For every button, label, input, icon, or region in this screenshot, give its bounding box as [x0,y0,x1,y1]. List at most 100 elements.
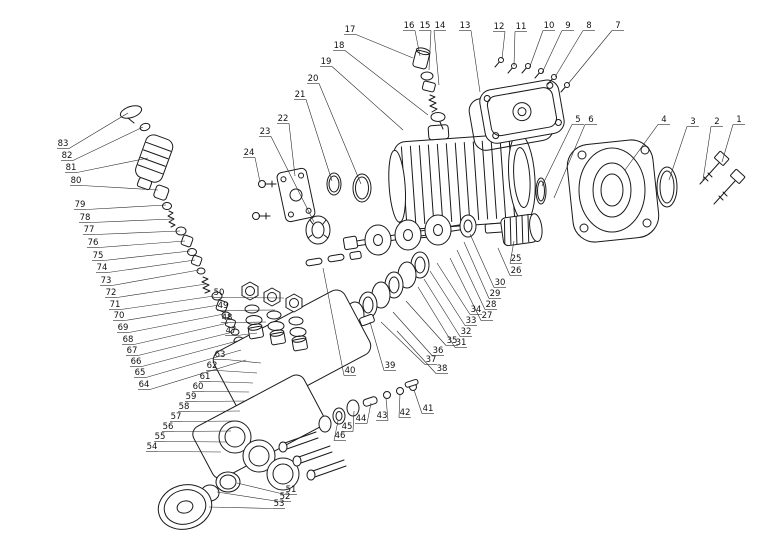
callout-80: 80 [71,176,82,186]
leader-line-8 [554,30,584,78]
leader-line-49 [228,309,276,311]
callout-20: 20 [308,74,319,84]
leader-line-4 [624,124,659,171]
callout-16: 16 [404,21,415,31]
leader-line-63 [225,359,262,364]
leader-line-75 [103,250,191,261]
callout-51: 51 [286,485,297,495]
manifold-block [192,289,372,491]
o-ring-small [326,172,342,196]
leader-line-51 [236,482,286,495]
callout-74: 74 [97,263,108,273]
leader-line-7 [567,30,613,85]
callout-60: 60 [193,382,204,392]
callout-81: 81 [66,163,77,173]
mounting-bolts [699,150,746,205]
callout-33: 33 [466,316,477,326]
callout-3: 3 [690,117,695,127]
leader-line-42 [398,393,401,418]
callout-32: 32 [461,327,472,337]
leader-line-73 [111,269,200,286]
end-cap-group [157,471,241,530]
leader-line-43 [385,397,389,421]
leader-line-18 [344,50,429,116]
callout-68: 68 [123,335,134,345]
retaining-ring [656,166,678,208]
leader-line-33 [429,270,466,326]
bearing-plate-group [252,167,372,245]
leader-line-80 [81,185,159,191]
leader-line-41 [413,389,423,414]
callout-25: 25 [511,254,522,264]
leader-line-15 [428,30,432,71]
leader-line-34 [436,262,471,315]
leader-line-61 [210,381,254,384]
callout-44: 44 [356,414,367,424]
leader-line-77 [94,230,181,235]
callout-9: 9 [565,21,570,31]
leader-line-65 [145,349,242,378]
leader-line-17 [355,34,414,59]
callout-5: 5 [575,115,580,125]
callout-24: 24 [244,148,255,158]
leader-line-68 [133,322,229,345]
unloader-valve-stack [412,47,446,130]
callout-46: 46 [335,431,346,441]
seal-retainers-small [318,313,419,433]
callout-49: 49 [218,301,229,311]
leader-line-76 [98,240,186,248]
leader-line-55 [165,441,227,443]
leader-line-57 [181,420,237,422]
leader-line-10 [528,30,544,70]
o-ring-large [352,173,372,203]
callout-58: 58 [179,402,190,412]
valve-spring [428,94,438,113]
leader-line-20 [318,83,362,185]
leader-line-67 [137,331,234,356]
callout-26: 26 [511,266,522,276]
callout-55: 55 [155,432,166,442]
callout-30: 30 [495,278,506,288]
leader-line-24 [254,157,261,183]
bolt-lower [252,212,260,220]
leader-line-60 [203,391,250,393]
shaft-o-ring [535,177,547,205]
callout-45: 45 [342,422,353,432]
callout-19: 19 [321,57,332,67]
callout-75: 75 [93,251,104,261]
callout-8: 8 [586,21,591,31]
rear-cover [468,79,565,151]
callout-47: 47 [226,326,237,336]
leader-line-70 [124,304,220,321]
callout-42: 42 [400,408,411,418]
valve-cap-stacks [241,281,308,352]
callout-11: 11 [516,22,527,32]
leader-line-39 [369,321,385,371]
callout-72: 72 [106,288,117,298]
leader-line-9 [541,30,563,74]
callout-67: 67 [127,346,138,356]
callout-52: 52 [280,492,291,502]
leader-line-26 [497,247,511,276]
callout-27: 27 [482,311,493,321]
callout-37: 37 [426,355,437,365]
callout-59: 59 [186,392,197,402]
callout-53: 53 [274,499,285,509]
callout-62: 62 [207,361,218,371]
leader-line-79 [85,204,167,210]
oil-fill-parts [119,105,174,191]
callout-17: 17 [345,25,356,35]
leader-line-52 [216,491,280,502]
bell-housing [566,139,660,243]
callout-43: 43 [377,411,388,421]
leader-line-53 [208,506,274,509]
callout-77: 77 [84,225,95,235]
leader-line-16 [414,30,421,57]
leader-line-38 [396,330,437,374]
leader-line-2 [702,126,712,181]
callout-71: 71 [110,300,121,310]
callout-1: 1 [736,115,741,125]
leader-line-50 [224,297,285,299]
